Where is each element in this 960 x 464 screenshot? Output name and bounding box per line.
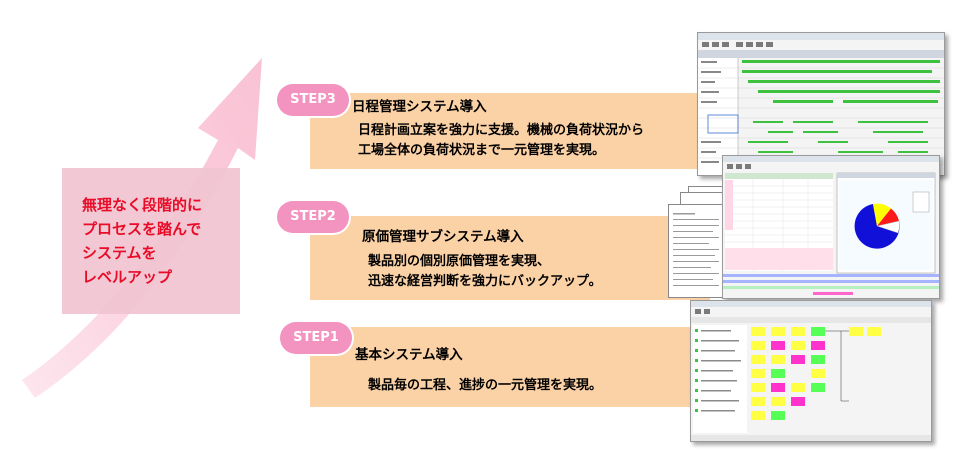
message-line: 無理なく段階的に (82, 196, 203, 214)
step2-desc-line: 製品別の個別原価管理を実現、 (368, 254, 551, 269)
step1-desc-line: 製品毎の工程、進捗の一元管理を実現。 (368, 378, 603, 393)
process-screenshot (690, 300, 932, 442)
step3-desc-line: 日程計画立案を強力に支援。機械の負荷状況から (358, 123, 645, 138)
step1-band (310, 327, 710, 407)
step3-title: 日程管理システム導入 (352, 99, 487, 115)
step1-title: 基本システム導入 (355, 347, 463, 363)
process-window-thumbnail (691, 301, 931, 441)
step2-badge: STEP2 (277, 201, 349, 233)
step3-band (310, 93, 710, 169)
step1-badge: STEP1 (280, 322, 352, 354)
step2-title: 原価管理サブシステム導入 (362, 229, 524, 245)
step3-badge: STEP3 (277, 84, 349, 116)
gantt-chart-thumbnail (698, 33, 944, 175)
pie-chart-thumbnail (854, 203, 900, 249)
cost-screenshot (722, 155, 940, 299)
step2-desc-line: 迅速な経営判断を強力にバックアップ。 (368, 274, 602, 289)
cost-window-thumbnail (723, 156, 939, 295)
message-box: 無理なく段階的に プロセスを踏んで システムを レベルアップ (62, 168, 240, 314)
step3-desc-line: 工場全体の負荷状況まで一元管理を実現。 (358, 143, 606, 158)
message-line: レベルアップ (82, 268, 173, 286)
cost-report-lines (673, 213, 719, 286)
cost-report-paper (668, 204, 726, 298)
message-line: プロセスを踏んで (82, 220, 202, 238)
step2-band (310, 216, 710, 300)
message-line: システムを (82, 244, 157, 262)
